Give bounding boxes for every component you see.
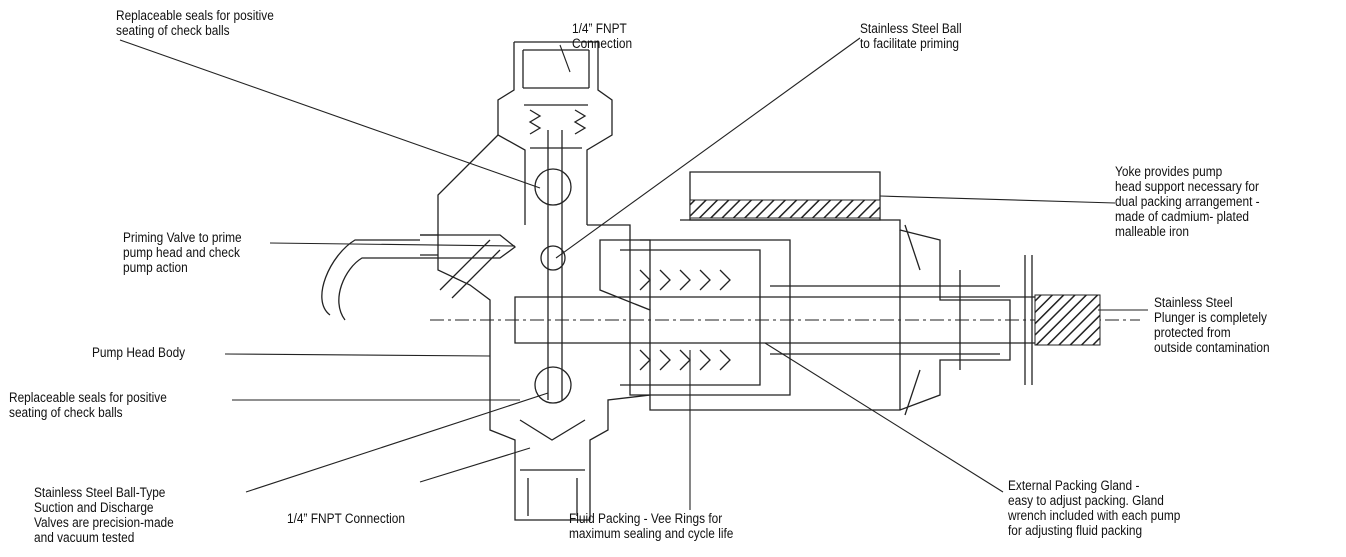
callout-yoke: Yoke provides pump head support necessar… bbox=[1115, 164, 1260, 239]
yoke-hatched-support bbox=[689, 199, 881, 219]
callout-seals-top: Replaceable seals for positive seating o… bbox=[116, 8, 274, 38]
callout-priming-valve: Priming Valve to prime pump head and che… bbox=[123, 230, 242, 275]
leader-lines bbox=[119, 37, 1148, 510]
callout-ball-valves: Stainless Steel Ball-Type Suction and Di… bbox=[34, 485, 174, 545]
plunger-end-hatch bbox=[1034, 294, 1101, 346]
callout-packing-gland: External Packing Gland - easy to adjust … bbox=[1008, 478, 1181, 538]
callout-ball-priming: Stainless Steel Ball to facilitate primi… bbox=[860, 21, 962, 51]
pump-body-outline bbox=[321, 41, 1140, 521]
callout-fnpt-bottom: 1/4” FNPT Connection bbox=[287, 511, 405, 526]
callout-seals-bottom: Replaceable seals for positive seating o… bbox=[9, 390, 167, 420]
callout-plunger: Stainless Steel Plunger is completely pr… bbox=[1154, 295, 1270, 355]
callout-pump-head-body: Pump Head Body bbox=[92, 345, 186, 360]
callout-fnpt-top: 1/4” FNPT Connection bbox=[572, 21, 633, 51]
callout-fluid-packing: Fluid Packing - Vee Rings for maximum se… bbox=[569, 511, 734, 541]
